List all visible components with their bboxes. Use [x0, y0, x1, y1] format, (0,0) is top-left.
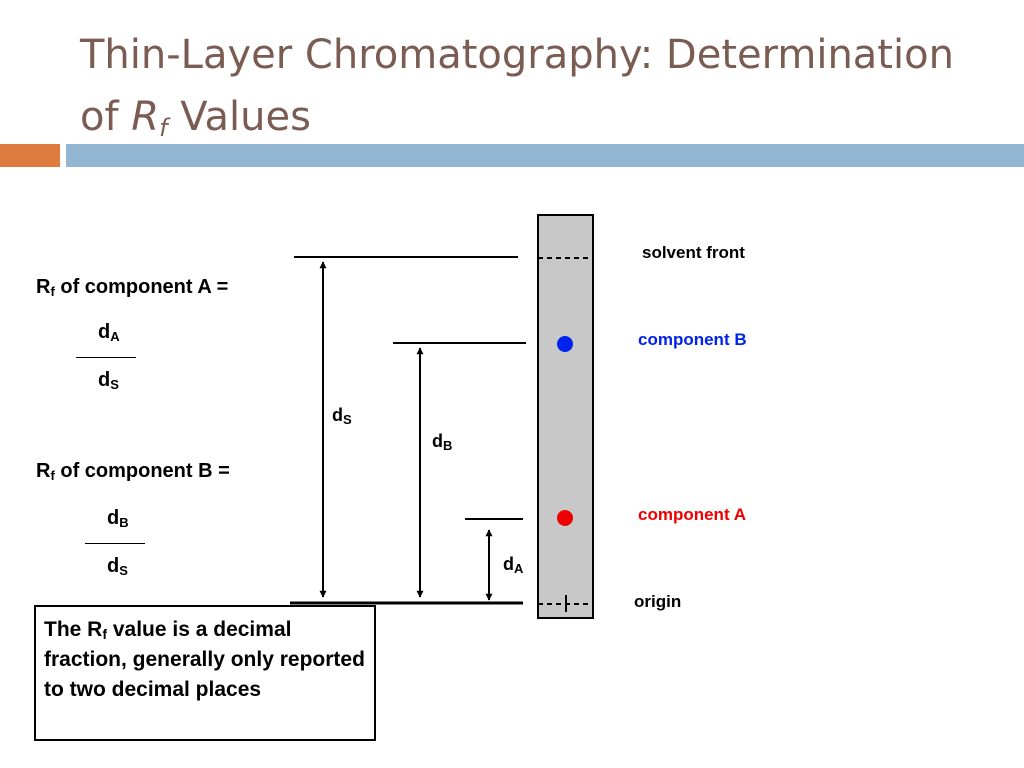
title-line-2-prefix: of: [80, 94, 132, 140]
rf-note-box: The Rf value is a decimal fraction, gene…: [34, 605, 376, 741]
note-text-part-2: value is a decimal fraction, generally o…: [44, 618, 365, 701]
formula-a-denominator: dS: [98, 369, 119, 392]
formula-b-den-d: d: [107, 555, 120, 577]
da-label: dA: [503, 554, 523, 575]
accent-bar-blue: [66, 144, 1024, 167]
formula-a-label: Rf of component A =: [36, 276, 228, 299]
title-r-subscript: f: [159, 114, 168, 142]
formula-b-den-sub: S: [119, 563, 128, 578]
formula-a-num-d: d: [98, 321, 111, 343]
title-line-2-suffix: Values: [167, 94, 311, 140]
formula-a-den-d: d: [98, 369, 111, 391]
component-b-label: component B: [638, 330, 747, 349]
solvent-front-label: solvent front: [642, 243, 745, 262]
db-label-d: d: [432, 431, 443, 451]
note-rf-subscript: f: [102, 626, 108, 642]
component-a-spot: [557, 510, 573, 526]
formula-b-r: R: [36, 460, 51, 482]
formula-b-rest: of component B =: [54, 460, 230, 482]
formula-a-den-sub: S: [110, 377, 119, 392]
db-label-sub: B: [443, 438, 453, 453]
tlc-plate: [537, 214, 594, 619]
formula-b-numerator: dB: [107, 507, 129, 530]
slide-title: Thin-Layer Chromatography: Determination…: [80, 24, 1010, 148]
formula-b-r-sub: f: [50, 468, 55, 483]
formula-b-label: Rf of component B =: [36, 460, 230, 483]
formula-b-num-sub: B: [119, 515, 129, 530]
title-r-symbol: R: [131, 94, 160, 140]
formula-a-r: R: [36, 276, 51, 298]
formula-b-denominator: dS: [107, 555, 128, 578]
component-b-spot: [557, 336, 573, 352]
formula-a-rest: of component A =: [54, 276, 229, 298]
origin-label: origin: [634, 592, 682, 611]
formula-a-fraction-line: [76, 357, 136, 358]
note-text-part-1: The R: [44, 618, 103, 641]
da-label-d: d: [503, 554, 514, 574]
component-a-label: component A: [638, 505, 746, 524]
title-line-1: Thin-Layer Chromatography: Determination: [80, 32, 954, 78]
formula-b-num-d: d: [107, 507, 120, 529]
ds-label-sub: S: [343, 412, 352, 427]
formula-a-r-sub: f: [50, 284, 55, 299]
formula-b-fraction-line: [85, 543, 145, 544]
da-label-sub: A: [514, 561, 524, 576]
ds-label: dS: [332, 405, 352, 426]
formula-a-numerator: dA: [98, 321, 120, 344]
accent-bar-orange: [0, 144, 60, 167]
db-label: dB: [432, 431, 452, 452]
ds-label-d: d: [332, 405, 343, 425]
formula-a-num-sub: A: [110, 329, 120, 344]
